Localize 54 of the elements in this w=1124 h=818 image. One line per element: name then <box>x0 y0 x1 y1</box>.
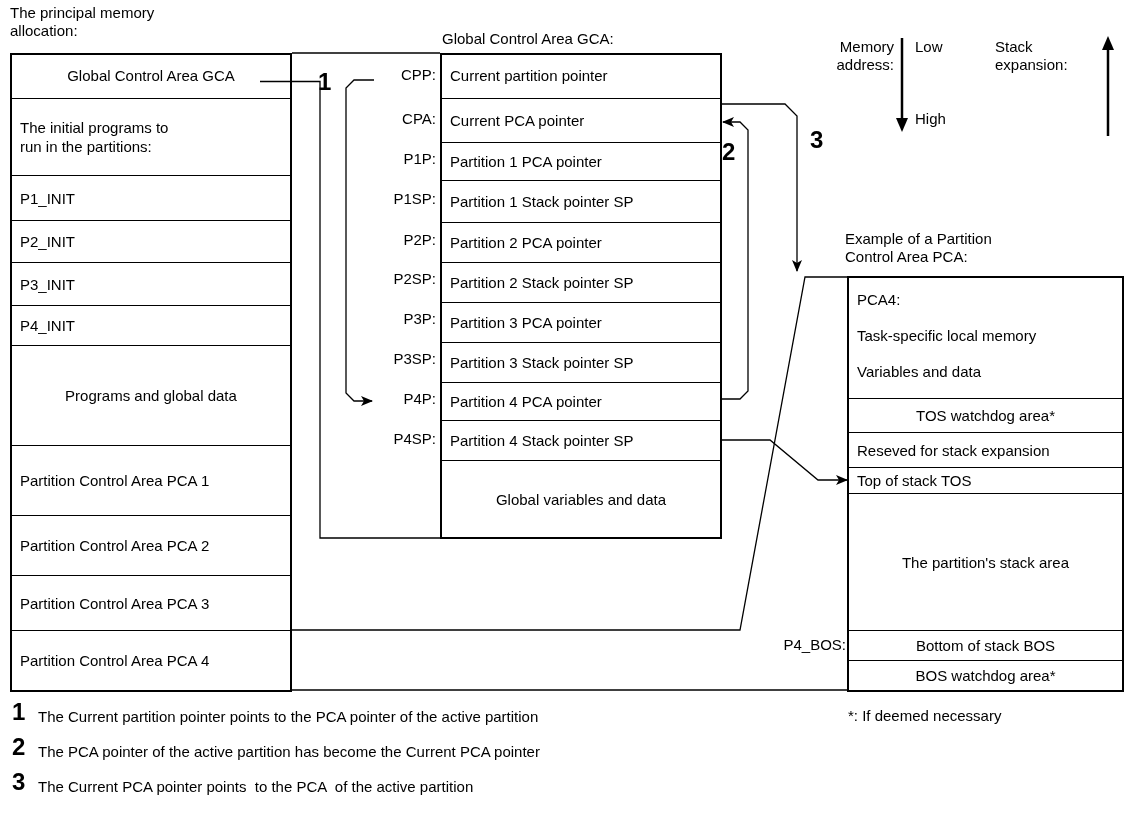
pointer-cell: Partition 3 Stack pointer SP <box>442 342 720 382</box>
address-label: P4SP: <box>392 430 436 447</box>
region-text: PCA4: <box>857 289 901 309</box>
memory-region: BOS watchdog area* <box>849 660 1122 690</box>
memory-region: TOS watchdog area* <box>849 398 1122 432</box>
address-label: P2SP: <box>392 270 436 287</box>
arrow <box>721 103 802 272</box>
axis-label: Memory address: <box>835 38 894 74</box>
address-label: CPA: <box>401 110 436 127</box>
address-label: P4_BOS: <box>782 636 846 653</box>
memory-column-frame: Global Control Area GCA The initial programs to run in the partitions: P1_INIT P2_INIT P3_INIT P4_INIT Programs and global data Partition Control Area PCA 1 Partition Control Area PCA 2 Partition Control Area PCA 3 Partition Control Area PCA 4 <box>10 53 292 692</box>
arrow <box>345 79 375 406</box>
callout-number: 2 <box>722 140 736 164</box>
address-label: P4P: <box>402 390 436 407</box>
pointer-cell: Partition 1 PCA pointer <box>442 142 720 180</box>
region-text: Task-specific local memory <box>857 326 1037 345</box>
note-number: 2 <box>12 738 26 756</box>
axis-label: Low <box>915 38 943 56</box>
expansion-line <box>289 276 848 631</box>
address-label: P3P: <box>402 310 436 327</box>
pointer-cell: Partition 4 Stack pointer SP <box>442 420 720 460</box>
pointer-cell: Global variables and data <box>442 460 720 537</box>
axis-label: High <box>915 110 946 128</box>
note-text: *: If deemed necessary <box>848 707 1002 725</box>
region-text: Variables and data <box>857 362 981 382</box>
address-label: P1P: <box>402 150 436 167</box>
memory-region: Reseved for stack expansion <box>849 432 1122 467</box>
arrow <box>721 439 848 485</box>
address-label: P3SP: <box>392 350 436 367</box>
arrow <box>721 117 749 400</box>
pointer-cell: Partition 1 Stack pointer SP <box>442 180 720 222</box>
note-number: 3 <box>12 773 26 791</box>
axis-label: Stack expansion: <box>995 38 1069 74</box>
memory-region: The partition's stack area <box>849 493 1122 630</box>
address-label: CPP: <box>400 66 436 83</box>
note-text: The Current partition pointer points to the PCA pointer of the active partition <box>38 708 539 726</box>
address-label: P2P: <box>402 231 436 248</box>
pointer-cell: Current partition pointer <box>442 53 720 98</box>
memory-region: Bottom of stack BOS <box>849 630 1122 660</box>
expansion-line <box>259 80 441 539</box>
memory-region: Top of stack TOS <box>849 467 1122 493</box>
table-heading: Global Control Area GCA: <box>442 30 615 48</box>
callout-number: 1 <box>318 70 332 94</box>
pointer-cell: Partition 2 PCA pointer <box>442 222 720 262</box>
note-text: The Current PCA pointer points to the PCA of the active partition <box>38 778 474 796</box>
pointer-cell: Current PCA pointer <box>442 98 720 142</box>
pointer-cell: Partition 2 Stack pointer SP <box>442 262 720 302</box>
table-heading: Example of a Partition Control Area PCA: <box>845 230 993 266</box>
note-text: The PCA pointer of the active partition has become the Current PCA pointer <box>38 743 540 761</box>
address-label: P1SP: <box>392 190 436 207</box>
column-heading: The principal memory allocation: <box>10 4 156 40</box>
callout-number: 3 <box>810 128 824 152</box>
pointer-cell: Partition 4 PCA pointer <box>442 382 720 420</box>
pointer-cell: Partition 3 PCA pointer <box>442 302 720 342</box>
